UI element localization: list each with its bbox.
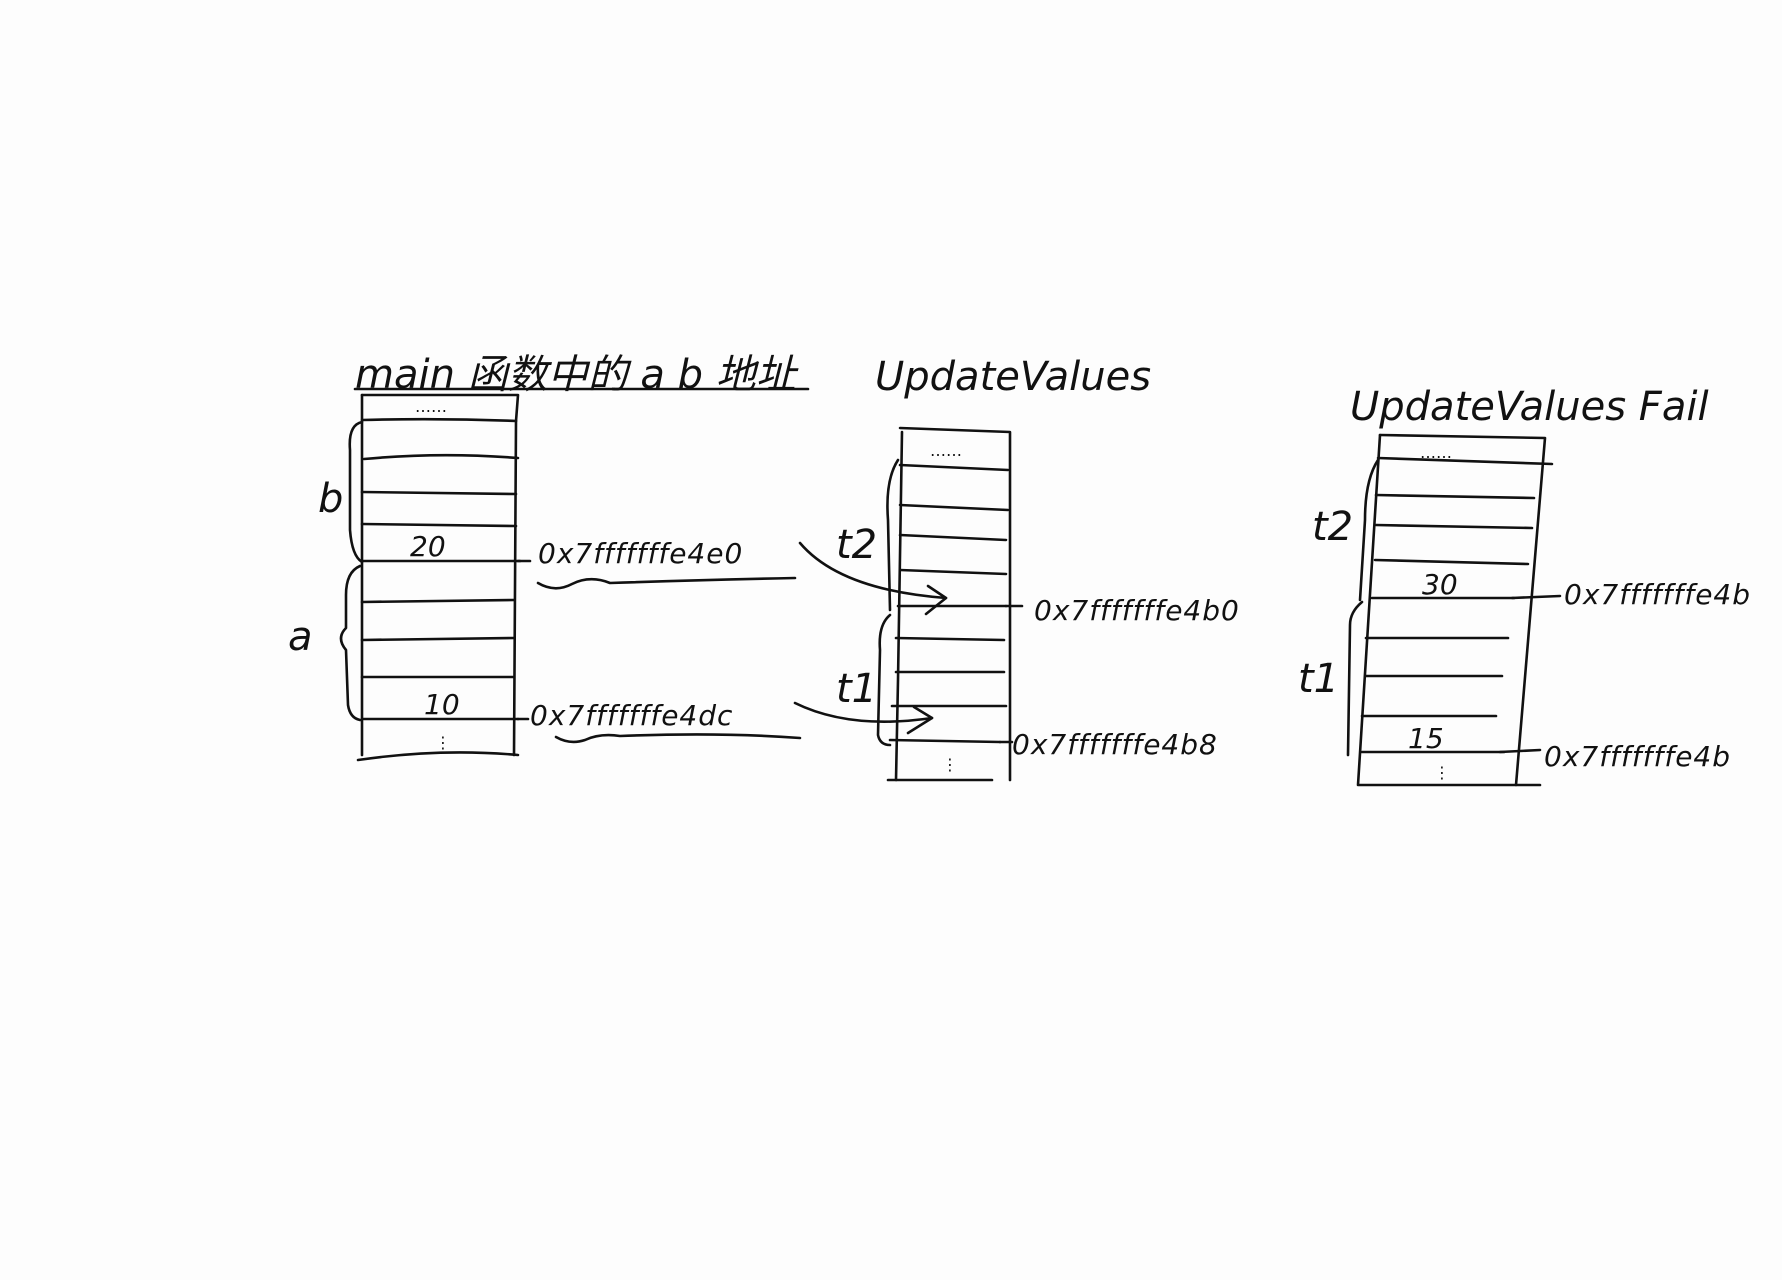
bottom-line: [356, 751, 520, 762]
row-line: [360, 636, 516, 642]
value-t2: 30: [1422, 568, 1458, 601]
row-line: [898, 568, 1008, 576]
bracket-t2: [886, 458, 900, 612]
top-cell-note: ……: [930, 441, 962, 460]
row-line: [360, 598, 516, 604]
bracket-t2-label: t2: [1312, 504, 1353, 550]
bracket-t1: [1346, 600, 1364, 757]
address-t1: 0x7fffffffe4b8: [1012, 728, 1218, 761]
stack-update-values-fail-title: UpdateValues Fail: [1350, 384, 1709, 430]
row-line: [360, 490, 518, 496]
bottom-cell-note: ⋮: [435, 733, 451, 752]
bracket-t2-label: t2: [836, 522, 877, 568]
stack-2-left-edge: [894, 430, 904, 782]
bracket-b-label: b: [318, 476, 343, 522]
row-line: [1373, 558, 1530, 566]
row-line-e4b8: [888, 738, 1002, 744]
bracket-t2: [1358, 458, 1380, 602]
tick: [1498, 748, 1542, 754]
address-t1: 0x7fffffffe4b: [1544, 740, 1731, 773]
row-line: [1376, 456, 1554, 466]
value-t1: 15: [1408, 722, 1444, 755]
arrow-head: [906, 705, 934, 735]
tick: [1510, 594, 1562, 600]
row-line: [1374, 493, 1536, 500]
stack-2-right-edge: [898, 426, 1012, 782]
address-a-underline: [554, 733, 802, 744]
bracket-t1: [876, 613, 892, 747]
row-line: [360, 417, 518, 423]
bracket-b: [348, 420, 364, 564]
bottom-cell-note: ⋮: [1434, 763, 1450, 782]
top-cell-note: ……: [1420, 443, 1452, 462]
value-b: 20: [410, 530, 446, 563]
bracket-t1-label: t1: [836, 666, 877, 712]
address-t2: 0x7fffffffe4b0: [1034, 594, 1240, 627]
stack-3-left-and-bottom: [1356, 433, 1542, 787]
arrow-head: [924, 584, 948, 616]
row-line: [898, 503, 1010, 512]
address-a: 0x7fffffffe4dc: [530, 699, 733, 732]
row-line: [894, 636, 1006, 642]
stack-3-right-edge: [1378, 433, 1547, 787]
address-t2: 0x7fffffffe4b: [1564, 578, 1751, 611]
bracket-a: [339, 564, 362, 722]
row-line: [360, 522, 518, 528]
arrow-to-t2: [798, 541, 948, 600]
stack-main: main 函数中的 a b 地址 …… 20 10 ⋮ b a 0x7fffff…: [288, 352, 810, 762]
arrow-to-t1: [793, 701, 934, 723]
row-line: [1374, 523, 1534, 530]
stack-update-values-fail: UpdateValues Fail …… 30 15 ⋮ t2 t1 0x7ff…: [1298, 384, 1751, 787]
row-line: [898, 533, 1008, 542]
top-cell-outline: [360, 393, 520, 423]
top-cell-note: ……: [415, 397, 447, 416]
stack-main-title: main 函数中的 a b 地址: [355, 352, 799, 398]
stack-update-values-title: UpdateValues: [875, 354, 1151, 400]
row-line: [898, 463, 1010, 472]
bracket-t1-label: t1: [1298, 656, 1339, 702]
address-b-underline: [536, 576, 797, 590]
row-line: [362, 453, 520, 461]
stack-update-values: UpdateValues …… ⋮ t2 t1 0x7fffffffe4b0 0…: [836, 354, 1240, 782]
pointer-arrows: [793, 541, 948, 735]
bracket-a-label: a: [288, 614, 313, 660]
value-a: 10: [424, 688, 460, 721]
bottom-cell-note: ⋮: [942, 755, 958, 774]
address-b: 0x7fffffffe4e0: [538, 537, 743, 570]
stack-main-right-edge: [512, 419, 518, 757]
